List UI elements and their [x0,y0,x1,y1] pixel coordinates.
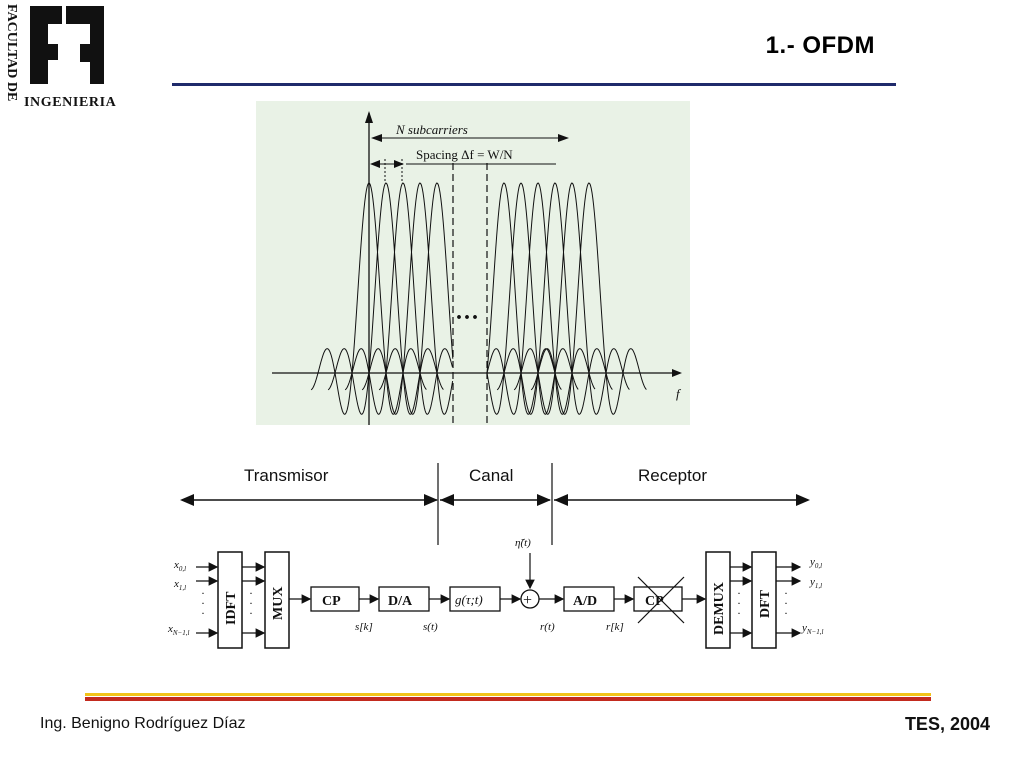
channel-block [449,586,501,612]
subcarrier-curve-5 [378,182,454,415]
svg-text:·: · [737,596,741,610]
signal-r-k: r[k] [606,621,624,633]
logo-horizontal-text: INGENIERIA [24,95,117,110]
cp-remove-cross-2 [637,576,685,624]
idft-block [217,551,243,649]
svg-text:y0,l: y0,l [809,556,822,570]
signal-r-t: r(t) [540,621,555,633]
spectrum-frequency-label: f [676,386,682,401]
span-arrow-canal-head-left [440,494,454,506]
footer-rule-red [85,697,931,701]
noise-adder-plus: + [523,592,532,609]
svg-text:·: · [249,596,253,610]
cp-remove-block [633,586,683,612]
idft-label: IDFT [224,591,239,625]
spectrum-vertical-axis-arrow [365,111,373,123]
span-arrow-transmisor-head-right [424,494,438,506]
spectrum-background [256,101,690,425]
svg-text:xN−1,l: xN−1,l [167,623,190,637]
spectrum-frequency-axis-arrow [672,369,682,377]
ad-block [563,586,615,612]
footer-rule-yellow [85,693,931,696]
footer-author: Ing. Benigno Rodríguez Díaz [40,715,246,732]
demux-label: DEMUX [712,582,727,635]
n-subcarriers-arrowhead-left [371,134,382,142]
mux-label: MUX [271,587,286,620]
fing-logo-icon: FACULTAD DE INGENIERIA [4,4,117,110]
section-label-receptor: Receptor [638,466,707,485]
n-subcarriers-label: N subcarriers [395,122,468,137]
svg-text:·: · [784,596,788,610]
svg-text:·: · [784,606,788,620]
section-label-transmisor: Transmisor [244,466,329,485]
noise-label: η̃(t) [515,537,531,549]
slide-title: 1.- OFDM [765,32,875,59]
cp-insert-block [310,586,360,612]
svg-text:·: · [737,606,741,620]
footer-course: TES, 2004 [904,714,990,734]
signal-s-k: s[k] [355,621,373,633]
ofdm-spectrum-figure: N subcarriers Spacing Δf = W/N ··· f [256,101,690,425]
n-subcarriers-arrowhead-right [558,134,569,142]
svg-text:·: · [737,586,741,600]
subcarrier-curve-4 [361,182,454,415]
svg-text:·: · [201,596,205,610]
span-arrow-receptor-head-right [796,494,810,506]
input-x0: x0,l [173,559,186,573]
section-label-canal: Canal [469,466,513,485]
svg-text:y1,l: y1,l [809,576,822,590]
signal-s-t: s(t) [423,621,438,633]
svg-text:x0,l: x0,l [173,559,186,573]
subcarrier-curve-3 [344,182,453,415]
logo-mark [28,4,104,84]
span-arrow-receptor-head-left [554,494,568,506]
subcarrier-curve-8 [486,182,596,415]
dft-block [751,551,777,649]
svg-text:·: · [249,606,253,620]
subcarrier-curve-9 [496,182,613,415]
output-y1: y1,l [809,576,822,590]
da-block [378,586,430,612]
svg-text:yN−1,l: yN−1,l [801,622,824,636]
cp-insert-label: CP [322,594,341,609]
svg-text:·: · [201,606,205,620]
mux-block [264,551,290,649]
dft-label: DFT [758,589,773,618]
svg-text:·: · [784,586,788,600]
subcarrier-curve-11 [530,182,647,415]
span-arrow-transmisor-head-left [180,494,194,506]
output-yn: yN−1,l [801,622,824,636]
ofdm-block-diagram: Transmisor Canal Receptor x0,l x1,l xN−1… [167,463,824,649]
svg-text:·: · [249,586,253,600]
svg-text:x1,l: x1,l [173,578,186,592]
subcarrier-curve-10 [513,182,630,415]
subcarrier-curve-7 [486,182,579,415]
subcarrier-curve-6 [486,182,562,415]
ad-label: A/D [573,594,597,609]
subcarrier-curve-2 [327,182,444,415]
spacing-arrowhead-right [394,160,404,168]
title-rule [172,83,896,86]
demux-block [705,551,731,649]
logo-vertical-text: FACULTAD DE [4,4,19,101]
input-dots: · [201,586,205,600]
span-arrow-canal-head-right [537,494,551,506]
spacing-label: Spacing Δf = W/N [416,147,513,162]
spacing-arrowhead-left [370,160,380,168]
input-x1: x1,l [173,578,186,592]
spectrum-ellipsis: ··· [455,305,479,331]
output-y0: y0,l [809,556,822,570]
channel-label: g(τ;t) [455,592,483,607]
input-xn: xN−1,l [167,623,190,637]
da-label: D/A [388,594,413,609]
subcarrier-sinc-curves [310,182,647,415]
